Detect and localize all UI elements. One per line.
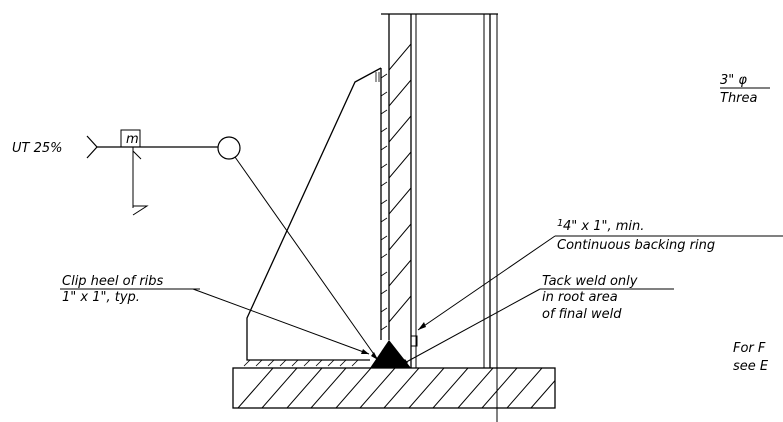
- column-wall-hatch: [389, 43, 411, 323]
- tack-weld-line3: of final weld: [542, 307, 622, 322]
- backing-ring-line2: Continuous backing ring: [557, 238, 715, 253]
- reference-note-line2: see E: [733, 359, 769, 374]
- rib-gusset: [243, 67, 388, 367]
- clip-heel-line1: Clip heel of ribs: [62, 274, 164, 289]
- column-wall: [381, 13, 498, 422]
- tack-weld-line1: Tack weld only: [542, 274, 638, 289]
- rod-note-line1: 3" φ: [720, 73, 747, 88]
- rod-note-line2: Threa: [720, 91, 758, 106]
- backing-ring-size: 4" x 1", min.: [563, 219, 644, 234]
- weld-symbol: [86, 129, 379, 361]
- tack-weld-line2: in root area: [542, 290, 618, 305]
- reference-note-line1: For F: [733, 341, 766, 356]
- base-plate-hatch: [237, 368, 555, 408]
- backing-ring-fraction: 1: [557, 218, 563, 229]
- weld-tail-note: UT 25%: [12, 141, 62, 156]
- weld-box-label: m: [126, 132, 139, 147]
- base-plate: [232, 367, 556, 409]
- root-weld: [370, 335, 418, 368]
- clip-heel-line2: 1" x 1", typ.: [62, 290, 140, 305]
- leader-lines: [60, 87, 783, 367]
